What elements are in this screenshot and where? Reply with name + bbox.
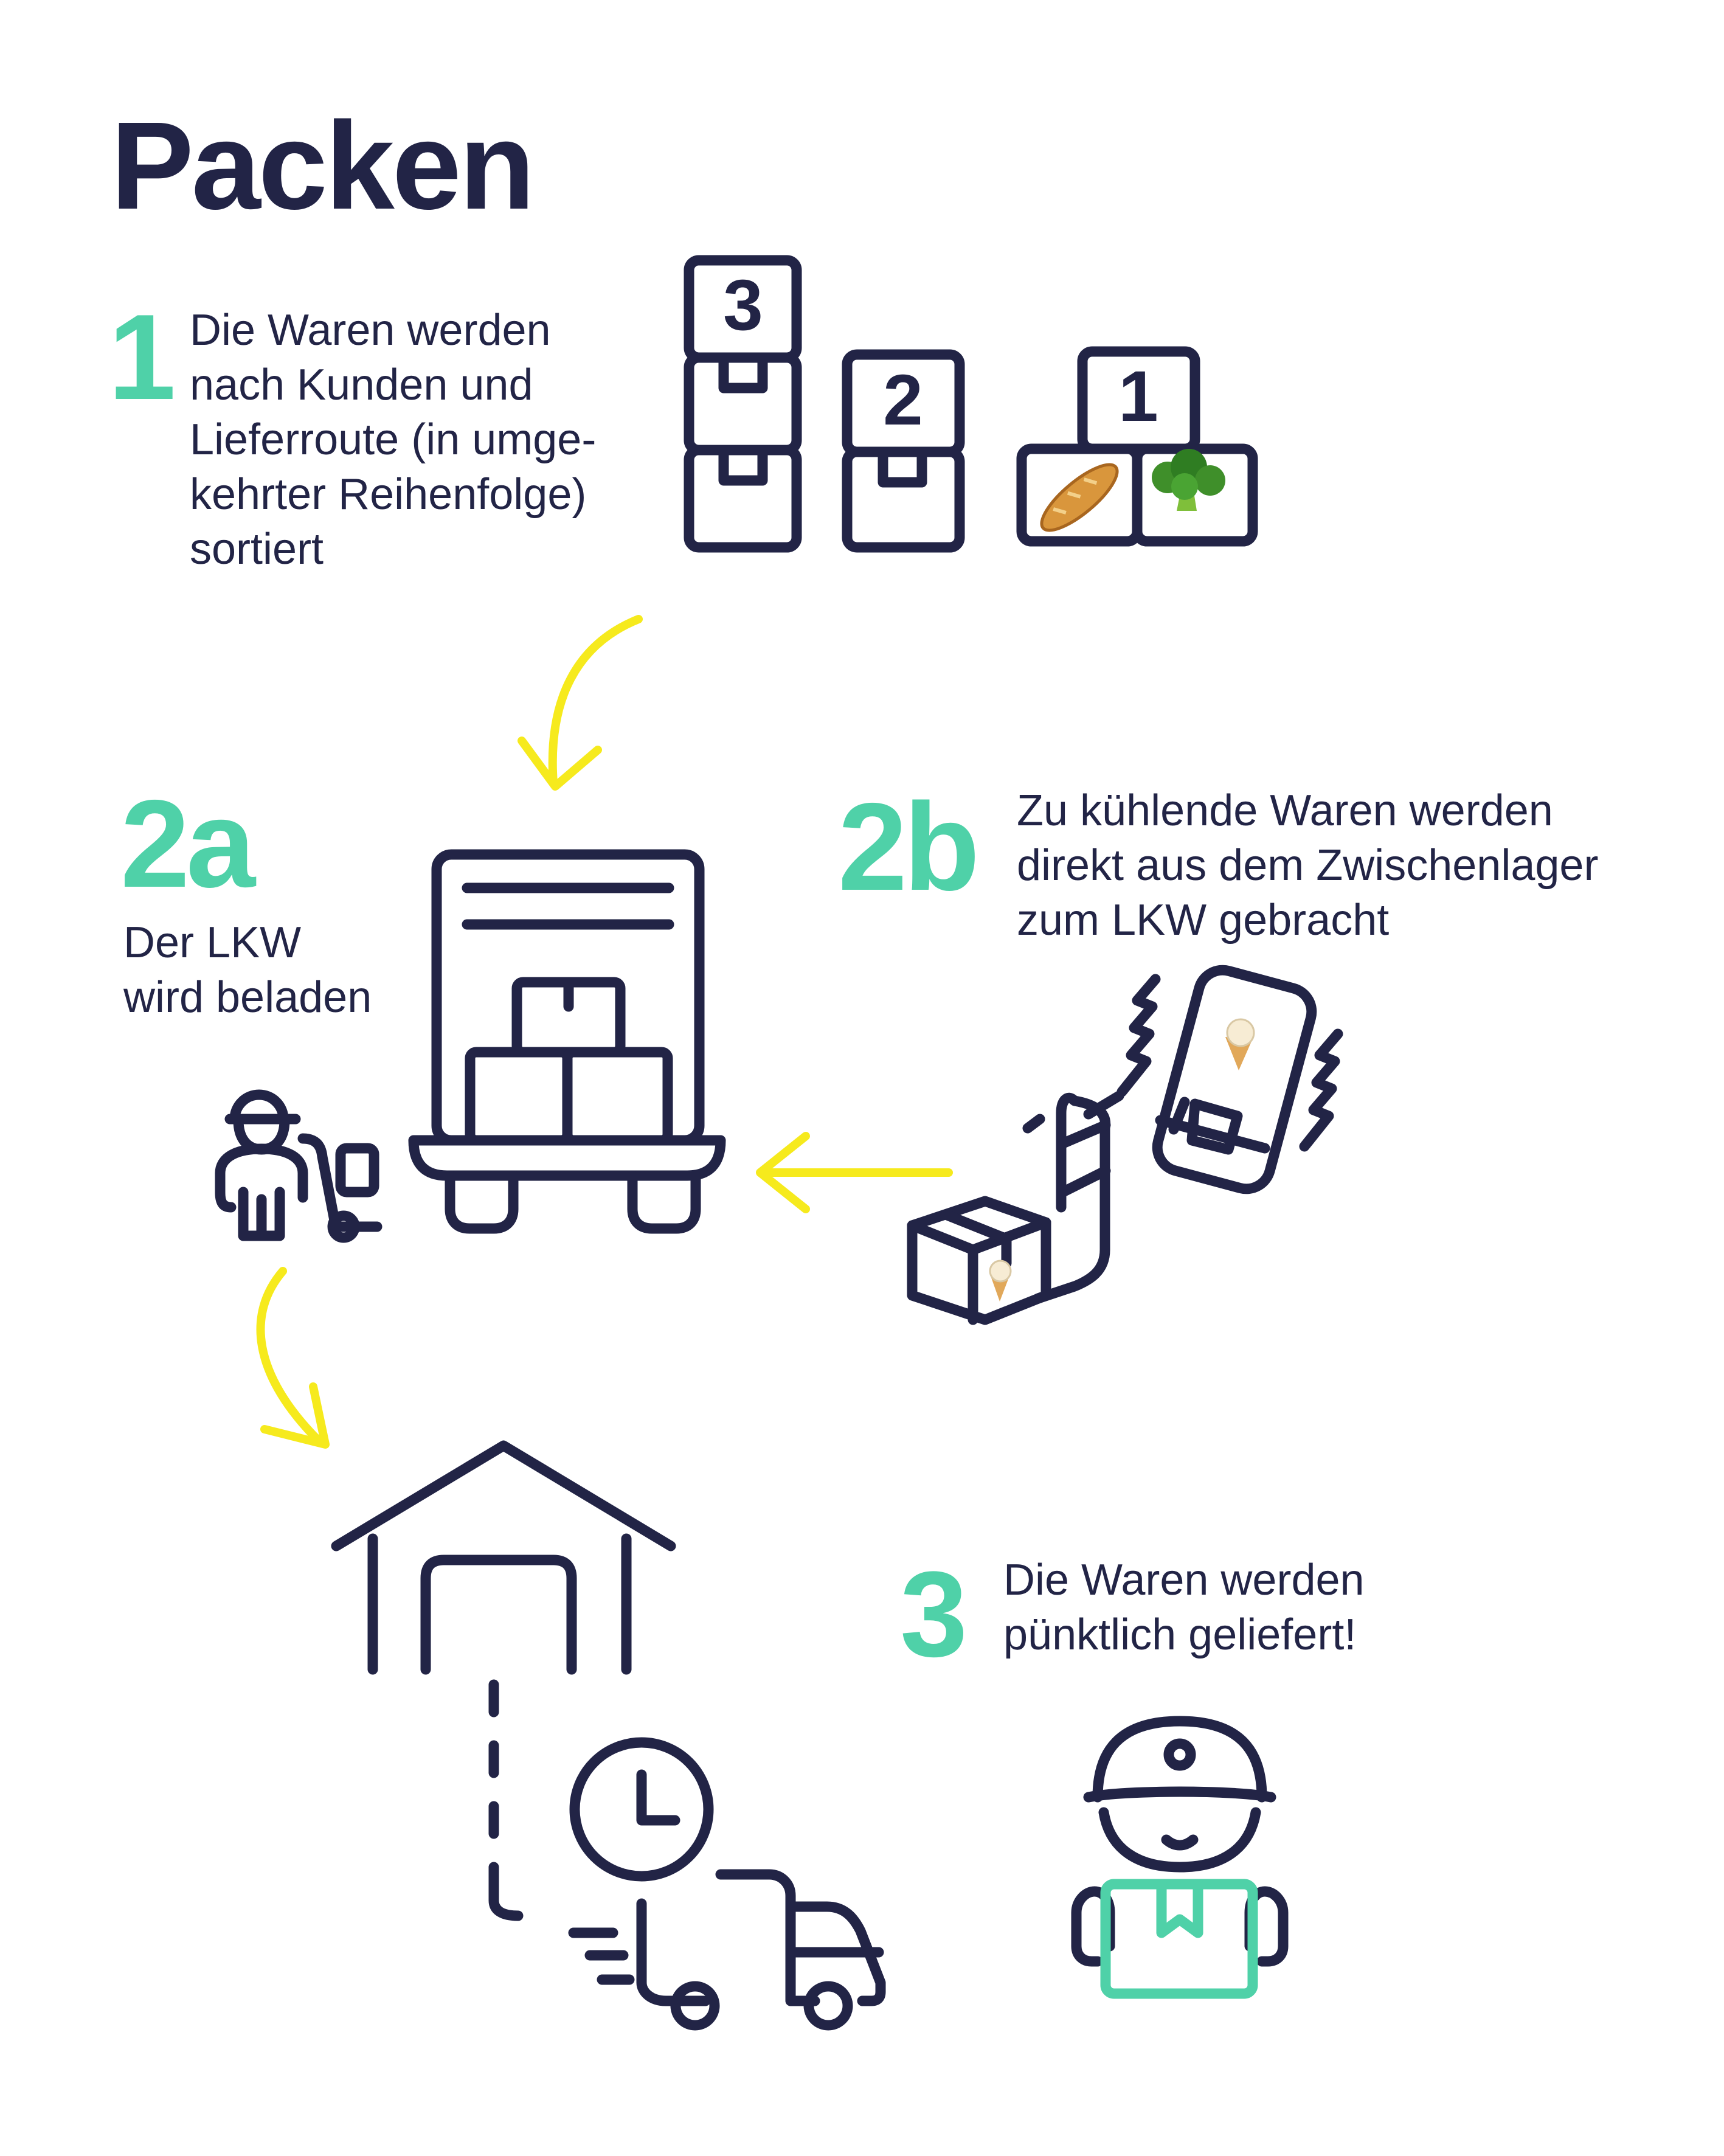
baguette-icon <box>1040 463 1119 532</box>
crate-label-3: 3 <box>723 265 763 345</box>
step-1-number: 1 <box>108 289 176 425</box>
step-3-number: 3 <box>900 1547 968 1682</box>
step-2a-number: 2a <box>120 774 255 913</box>
hand-truck-icon <box>907 1090 1124 1325</box>
arrow-icon <box>756 1132 953 1213</box>
crates-icon <box>684 255 1258 553</box>
step-2b-number: 2b <box>838 777 980 917</box>
worker-with-cart-icon <box>215 1089 383 1243</box>
step-3-text: Die Waren werden pünktlich geliefert! <box>1003 1556 1365 1659</box>
arrow-icon <box>518 615 643 791</box>
page-title: Packen <box>111 96 535 235</box>
ice-cream-icon <box>989 1260 1012 1302</box>
clock-icon <box>569 1737 714 1882</box>
truck-back-icon <box>408 849 726 1234</box>
warehouse-icon <box>331 1440 676 1921</box>
broccoli-icon <box>1152 449 1225 511</box>
crate-label-2: 2 <box>883 360 923 440</box>
crate-label-1: 1 <box>1118 356 1158 437</box>
package-icon <box>1100 1879 1258 1999</box>
ice-cream-icon <box>1225 1018 1255 1070</box>
phone-icon <box>1116 965 1343 1194</box>
step-2a-text: Der LKW wird beladen <box>123 918 372 1022</box>
step-2b-text: Zu kühlende Waren werden direkt aus dem … <box>1017 786 1599 945</box>
delivery-truck-icon <box>568 1869 886 2031</box>
step-1-text: Die Waren werden nach Kunden und Lieferr… <box>190 306 597 574</box>
arrow-icon <box>256 1267 330 1449</box>
